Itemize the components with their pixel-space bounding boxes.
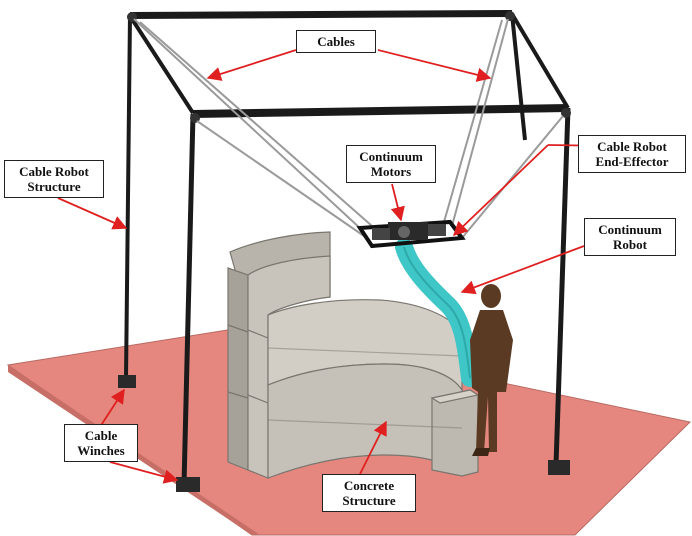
winch-back-left (118, 375, 136, 388)
frame-post-back-right (510, 13, 527, 141)
label-continuum-robot: Continuum Robot (584, 218, 676, 256)
label-continuum-robot-line-1: Continuum (598, 222, 662, 237)
winch-front-left (176, 477, 200, 492)
frame-post-front-right (553, 107, 571, 466)
human-figure (470, 284, 513, 456)
winch-front-right (548, 460, 570, 475)
annotation-arrows (57, 49, 619, 484)
end-effector-platform (356, 219, 466, 249)
concrete-structure-shape (227, 231, 480, 479)
label-cable-robot-structure: Cable Robot Structure (4, 160, 104, 198)
label-concrete-structure: Concrete Structure (322, 474, 416, 512)
label-continuum-motors-line-2: Motors (370, 164, 412, 179)
frame-top-beam-back (130, 10, 512, 19)
label-concrete-structure-line-2: Structure (342, 493, 396, 508)
label-cable-winches: Cable Winches (64, 424, 138, 462)
frame-top-beam-left (128, 14, 195, 115)
label-concrete-structure-line-1: Concrete (343, 478, 395, 493)
label-cables: Cables (296, 30, 376, 53)
label-continuum-motors: Continuum Motors (346, 145, 436, 183)
label-cable-robot-end-effector: Cable Robot End-Effector (578, 135, 686, 173)
pulley-back-right (505, 11, 515, 21)
continuum-robot-highlight (403, 246, 471, 379)
label-cable-robot-structure-line-1: Cable Robot (19, 164, 89, 179)
label-cable-winches-line-2: Winches (77, 443, 125, 458)
cables-group (133, 18, 564, 239)
label-continuum-motors-line-1: Continuum (359, 149, 423, 164)
label-cable-robot-end-effector-line-1: Cable Robot (597, 139, 667, 154)
pulley-front-right (561, 108, 571, 118)
label-cable-robot-end-effector-line-2: End-Effector (595, 154, 669, 169)
frame-top-beam-right (510, 12, 570, 110)
frame-post-back-left (124, 14, 132, 379)
label-cable-winches-line-1: Cable (84, 428, 118, 443)
label-cables-line-1: Cables (317, 34, 355, 49)
frame-post-front-left (181, 113, 196, 486)
label-continuum-robot-line-2: Robot (613, 237, 647, 252)
frame-top-beam-front (193, 104, 568, 118)
label-cable-robot-structure-line-2: Structure (27, 179, 81, 194)
